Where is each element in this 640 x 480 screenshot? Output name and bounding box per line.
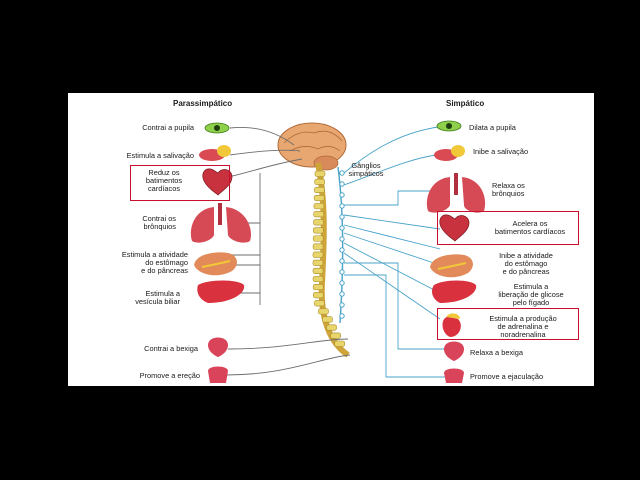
vertebra	[312, 259, 324, 266]
vertebra	[313, 194, 325, 202]
sym-label-ejaculation: Promove a ejaculação	[470, 372, 544, 381]
ganglion	[339, 192, 345, 198]
vertebra	[314, 300, 325, 307]
vertebra	[322, 316, 333, 323]
vertebra	[313, 292, 324, 299]
eye-icon	[436, 120, 462, 132]
sympathetic-nerves	[343, 126, 448, 378]
vertebra	[312, 275, 324, 283]
vertebra	[312, 235, 324, 242]
vertebra	[313, 211, 324, 218]
para-label-gallbladder: Estimula a vesícula biliar	[135, 289, 180, 307]
sym-label-heart: Acelera os batimentos cardíacos	[494, 219, 566, 237]
ganglion	[339, 302, 345, 308]
vertebra	[312, 267, 324, 274]
salivary-gland-icon	[434, 145, 465, 161]
ganglion	[339, 214, 345, 220]
highlight-box-adrenalina	[437, 308, 579, 340]
sympathetic-ganglia-chain	[337, 166, 345, 324]
vertebra	[314, 186, 325, 193]
ganglion	[339, 291, 345, 297]
eye-icon	[204, 122, 230, 134]
stomach-icon	[194, 252, 237, 276]
salivary-gland-icon	[199, 145, 231, 161]
sym-label-adrenal: Estimula a produção de adrenalina e nora…	[489, 314, 557, 340]
highlight-box-acelera	[437, 211, 579, 245]
sym-label-liver: Estimula a liberação de glicose pelo fíg…	[498, 282, 564, 308]
heart-icon	[202, 168, 233, 196]
ganglion	[339, 225, 345, 231]
stomach-icon	[430, 254, 473, 278]
sympathetic-header: Simpático	[446, 99, 485, 108]
genitals-icon	[444, 368, 464, 383]
vertebra	[334, 340, 346, 347]
highlight-box-reduz	[130, 165, 230, 201]
ganglia-label: Gânglios simpáticos	[348, 161, 384, 179]
vertebra	[312, 251, 324, 258]
parasympathetic-header: Parassimpático	[173, 99, 233, 108]
ganglion	[339, 181, 345, 187]
heart-icon	[439, 214, 470, 242]
bladder-icon	[208, 337, 228, 357]
vertebra	[313, 227, 324, 234]
ganglion	[339, 269, 345, 275]
ganglion	[339, 203, 345, 209]
genitals-icon	[208, 366, 228, 383]
vertebra	[326, 324, 337, 331]
vertebra	[313, 203, 325, 210]
lungs-icon	[190, 203, 251, 243]
sym-label-pupil: Dilata a pupila	[469, 123, 516, 132]
ganglion	[339, 313, 345, 319]
ganglion	[339, 258, 345, 264]
ganglion	[339, 247, 345, 253]
adrenal-gland-icon	[442, 313, 461, 337]
sym-label-saliva: Inibe a salivação	[473, 147, 529, 156]
vertebra	[314, 170, 326, 177]
liver-icon	[197, 280, 245, 303]
bladder-icon	[444, 341, 464, 361]
sym-label-stomach: Inibe a atividade do estômago e do pâncr…	[499, 251, 553, 277]
para-label-saliva: Estimula a salivação	[126, 151, 194, 160]
para-label-bronchi: Contrai os brônquios	[142, 214, 176, 232]
sym-label-bladder: Relaxa a bexiga	[470, 348, 524, 357]
para-label-stomach: Estimula a atividade do estômago e do pâ…	[121, 250, 188, 276]
vertebra	[318, 308, 329, 315]
vertebra	[312, 284, 324, 291]
nervous-system-diagram: Parassimpático Simpático Gânglios simpát…	[68, 93, 594, 386]
ganglion	[339, 280, 345, 286]
para-label-heart: Reduz os batimentos cardíacos	[145, 168, 183, 194]
sym-label-bronchi: Relaxa os brônquios	[492, 181, 525, 199]
para-label-erection: Promove a ereção	[139, 371, 200, 380]
ganglion	[339, 236, 345, 242]
lungs-icon	[426, 173, 486, 213]
liver-icon	[432, 280, 477, 303]
diagram-graphics	[190, 120, 486, 383]
vertebra	[330, 332, 341, 339]
vertebra	[313, 219, 324, 226]
vertebra	[314, 178, 326, 185]
para-label-pupil: Contrai a pupila	[142, 123, 194, 132]
para-label-bladder: Contrai a bexiga	[144, 344, 198, 353]
vertebra	[312, 243, 324, 250]
